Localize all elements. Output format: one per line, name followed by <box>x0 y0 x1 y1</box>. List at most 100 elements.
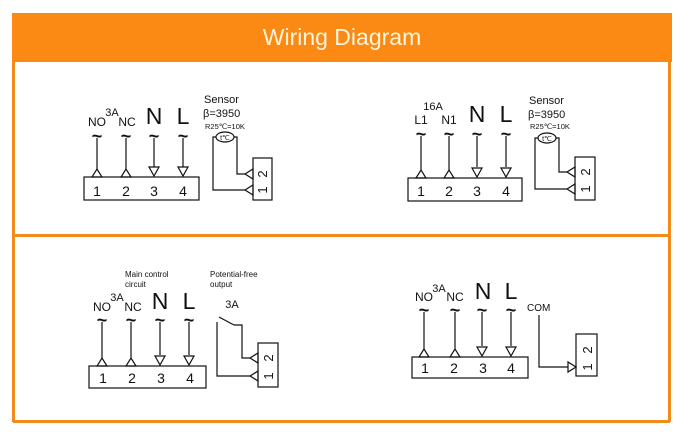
label-no: NO <box>415 290 433 304</box>
label-rating: 3A <box>432 283 446 295</box>
arrow-left-icon <box>565 165 576 179</box>
ac-wave-icon: ~ <box>472 124 483 144</box>
terminal-block <box>88 365 207 389</box>
terminal-block <box>407 177 523 202</box>
potential-free-label: Potential-free <box>210 270 258 279</box>
terminal-number: 2 <box>445 183 453 199</box>
ac-wave-icon: ~ <box>92 126 103 146</box>
panel-4: NO 3A NC N L ~ ~ ~ ~ 1 2 3 4 COM 2 1 <box>411 278 598 379</box>
ac-wave-icon: ~ <box>477 300 488 320</box>
arrow-down-icon <box>182 355 196 367</box>
terminal-number: 1 <box>99 370 107 386</box>
main-control-label: Main control <box>125 270 169 279</box>
ac-wave-icon: ~ <box>184 310 195 330</box>
terminal-number: 3 <box>150 183 158 199</box>
label-l1: L1 <box>414 113 428 127</box>
label-n: N <box>469 101 486 127</box>
terminal-number: 3 <box>479 360 487 376</box>
main-control-label: circuit <box>125 280 147 289</box>
label-rating: 3A <box>110 292 124 304</box>
connector-number: 2 <box>580 346 595 353</box>
arrow-up-icon <box>414 168 428 179</box>
arrow-up-icon <box>442 168 456 179</box>
label-n: N <box>152 288 169 314</box>
arrow-up-icon <box>95 356 109 367</box>
terminal-number: 2 <box>122 183 130 199</box>
arrow-down-icon <box>470 167 484 179</box>
label-n: N <box>146 103 163 129</box>
label-rating: 16A <box>423 101 443 113</box>
label-nc: NC <box>118 115 136 129</box>
panel-3: Main control circuit Potential-free outp… <box>88 270 279 389</box>
com-wire <box>538 315 568 368</box>
terminal-number: 1 <box>93 183 101 199</box>
ac-wave-icons: ~ ~ ~ ~ <box>92 126 189 146</box>
sensor-connector <box>574 156 596 201</box>
ac-wave-icon: ~ <box>450 300 461 320</box>
terminal-number: 1 <box>421 360 429 376</box>
sensor-wire-2 <box>234 136 245 175</box>
arrow-down-icon <box>176 166 190 178</box>
terminal-number: 2 <box>450 360 458 376</box>
arrow-down-icon <box>504 346 518 358</box>
header-bar <box>12 13 672 62</box>
label-l: L <box>500 101 513 127</box>
arrow-left-icon <box>248 369 259 383</box>
ac-wave-icon: ~ <box>501 124 512 144</box>
sensor-beta: β=3950 <box>203 108 240 120</box>
ac-wave-icon: ~ <box>121 126 132 146</box>
ac-wave-icon: ~ <box>444 124 455 144</box>
sensor-connector <box>252 157 273 201</box>
connector-number: 1 <box>261 372 276 379</box>
terminal-number: 1 <box>417 183 425 199</box>
label-nc: NC <box>124 300 142 314</box>
connector-number: 2 <box>261 354 276 361</box>
arrow-up-icon <box>448 347 462 358</box>
label-l: L <box>183 288 196 314</box>
label-n: N <box>475 278 492 304</box>
panel-1: NO 3A NC N L ~ ~ ~ ~ 1 2 3 4 Sensor β=39… <box>83 94 273 201</box>
arrow-up-icon <box>417 347 431 358</box>
arrow-down-icon <box>475 346 489 358</box>
output-connector <box>257 342 279 388</box>
label-n1: N1 <box>441 113 457 127</box>
terminal-number: 3 <box>157 370 165 386</box>
ac-wave-icon: ~ <box>149 126 160 146</box>
potential-free-label: output <box>210 280 233 289</box>
terminal-number: 3 <box>473 183 481 199</box>
sensor-resistance: R25℃=10K <box>530 122 570 131</box>
arrow-down-icon <box>147 166 161 178</box>
com-connector <box>575 333 598 377</box>
arrow-left-icon <box>248 351 259 365</box>
header-title: Wiring Diagram <box>263 24 421 50</box>
ac-wave-icon: ~ <box>97 310 108 330</box>
arrow-left-icon <box>243 167 254 181</box>
terminal-number: 2 <box>128 370 136 386</box>
arrow-left-icon <box>565 182 576 196</box>
connector-number: 1 <box>578 185 593 192</box>
sensor-beta: β=3950 <box>528 109 565 121</box>
terminal-number: 4 <box>507 360 515 376</box>
connector-number: 1 <box>580 363 595 370</box>
com-label: COM <box>527 303 550 314</box>
arrow-down-icon <box>499 167 513 179</box>
ac-wave-icon: ~ <box>506 300 517 320</box>
sensor-wire-1 <box>212 136 245 191</box>
connector-number: 2 <box>255 170 270 177</box>
sensor-title: Sensor <box>529 95 564 107</box>
ac-wave-icon: ~ <box>155 310 166 330</box>
terminal-number: 4 <box>186 370 194 386</box>
label-no: NO <box>93 300 111 314</box>
switch-contact-icon <box>218 316 235 326</box>
label-l: L <box>505 278 518 304</box>
panel-2: 16A L1 N1 N L ~ ~ ~ ~ 1 2 3 4 Sensor β=3… <box>407 95 596 202</box>
arrow-up-icon <box>119 167 133 178</box>
switch-rating: 3A <box>225 299 239 311</box>
label-no: NO <box>88 115 106 129</box>
thermistor-symbol: t℃ <box>220 135 230 142</box>
ac-wave-icon: ~ <box>416 124 427 144</box>
connector-number: 1 <box>255 186 270 193</box>
arrow-down-icon <box>153 355 167 367</box>
ac-wave-icon: ~ <box>178 126 189 146</box>
